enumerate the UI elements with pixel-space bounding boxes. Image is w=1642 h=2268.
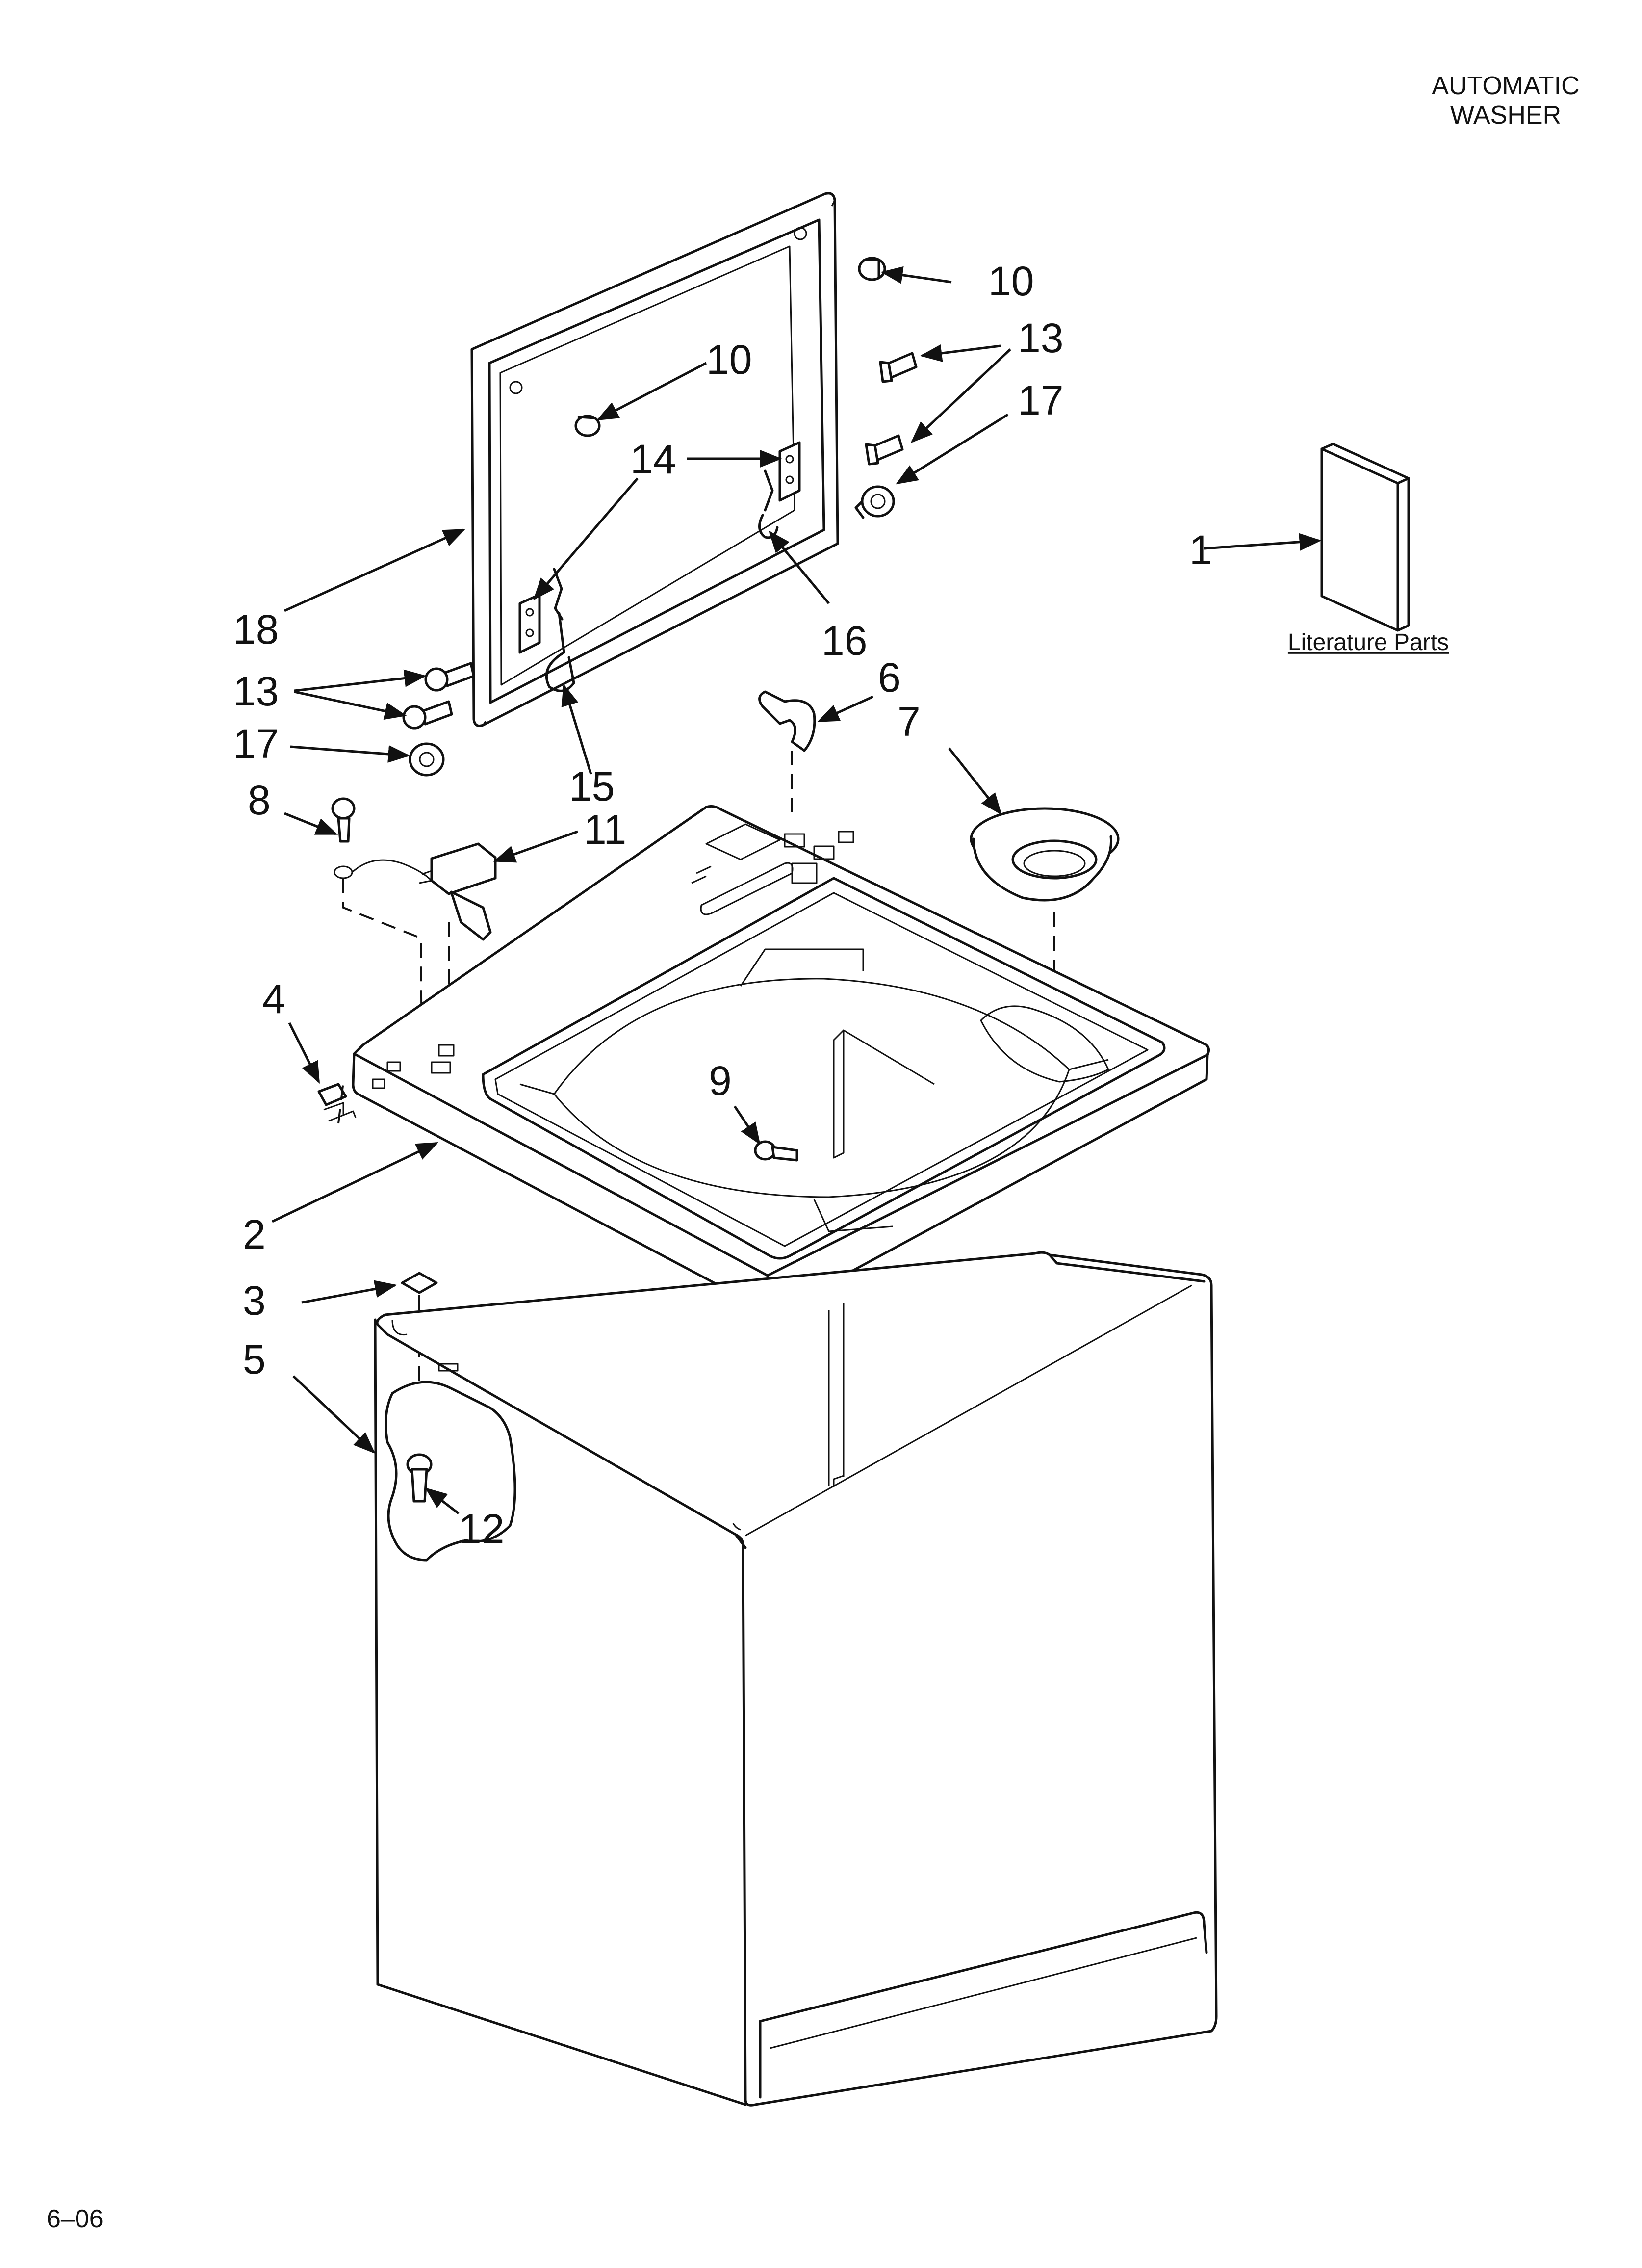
- bumper-17-left: [409, 742, 445, 777]
- callout-12: 12: [459, 1506, 504, 1552]
- header-line-2: WASHER: [1450, 101, 1561, 130]
- callout-7: 7: [898, 699, 921, 745]
- screw-12: [406, 1453, 433, 1503]
- callout-8: 8: [248, 777, 271, 823]
- callout-3: 3: [243, 1277, 266, 1324]
- callout-14: 14: [630, 436, 676, 482]
- callout-11: 11: [584, 807, 626, 853]
- callout-17-right: 17: [1018, 377, 1063, 423]
- ground-screw: [331, 797, 433, 882]
- clip-3: [401, 1272, 438, 1294]
- callout-13-left: 13: [233, 668, 279, 714]
- washer-top: [352, 805, 1210, 1313]
- lid-switch: [419, 842, 497, 941]
- bumper-17-right: [854, 485, 895, 519]
- screw-13-left-lower: [402, 700, 453, 730]
- bumper-10-inside: [574, 415, 601, 437]
- clip-4-bracket: [328, 1110, 357, 1122]
- lid-assembly: [470, 192, 839, 727]
- bumper-10-top: [858, 257, 886, 281]
- callout-5: 5: [243, 1336, 266, 1382]
- lid-hinge-right: [764, 441, 801, 512]
- clip-4: [317, 1081, 347, 1124]
- dash-line-8: [342, 878, 423, 1055]
- screw-9: [754, 1140, 798, 1162]
- callout-13-right: 13: [1018, 315, 1063, 361]
- screw-13-right-lower: [865, 434, 904, 466]
- callout-1: 1: [1189, 527, 1212, 573]
- callout-10-inside: 10: [706, 337, 752, 383]
- callout-10-top: 10: [988, 258, 1034, 304]
- callout-17-left: 17: [233, 721, 279, 767]
- dispenser-cup: [970, 807, 1120, 902]
- lid-hinge-left: [518, 568, 564, 654]
- literature-parts-booklet: [1320, 443, 1410, 632]
- footer-code: 6–06: [47, 2205, 103, 2233]
- callout-2: 2: [243, 1211, 266, 1257]
- callout-18: 18: [233, 606, 279, 652]
- callout-4: 4: [262, 976, 285, 1022]
- hose-clip: [758, 690, 816, 752]
- callout-15: 15: [569, 763, 615, 809]
- header-line-1: AUTOMATIC: [1432, 72, 1579, 100]
- screw-13-right-upper: [879, 352, 918, 383]
- callout-9: 9: [709, 1058, 732, 1104]
- callout-16: 16: [821, 618, 867, 664]
- callout-6: 6: [878, 654, 901, 701]
- washer-cabinet: [374, 1251, 1218, 2107]
- screw-13-left-upper: [424, 662, 475, 692]
- literature-parts-label: Literature Parts: [1288, 629, 1449, 655]
